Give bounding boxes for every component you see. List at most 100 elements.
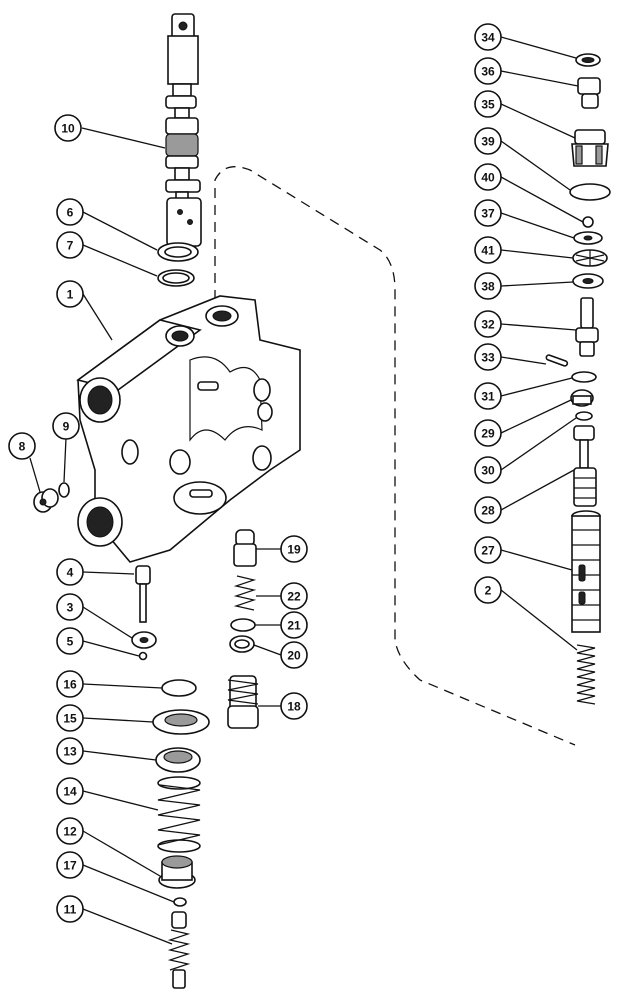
callout-35: 35 — [474, 90, 502, 118]
callout-circle — [280, 692, 308, 720]
leader-lines — [29, 36, 584, 945]
snap-ring-part-31 — [571, 371, 597, 383]
spool-assembly-part-10 — [165, 13, 202, 247]
ring-part-17 — [173, 897, 187, 907]
callout-40: 40 — [474, 163, 502, 191]
o-ring-part-9 — [58, 482, 70, 498]
callout-number: 21 — [287, 619, 301, 633]
spring-seat-part-13 — [155, 747, 201, 773]
callout-number: 39 — [481, 135, 495, 149]
callout-circle — [54, 114, 82, 142]
callout-number: 34 — [481, 31, 495, 45]
callout-number: 22 — [287, 590, 301, 604]
callout-19: 19 — [280, 535, 308, 563]
callout-27: 27 — [474, 536, 502, 564]
callout-circle — [56, 817, 84, 845]
callout-circle — [280, 582, 308, 610]
callout-circle — [56, 895, 84, 923]
callout-39: 39 — [474, 127, 502, 155]
callout-number: 4 — [67, 566, 74, 580]
valve-housing-part-1 — [76, 295, 301, 563]
plug-part-8 — [33, 488, 59, 513]
callout-1: 1 — [56, 280, 84, 308]
callout-circle — [56, 704, 84, 732]
callout-number: 10 — [61, 122, 75, 136]
spring-part-2 — [576, 644, 596, 705]
callout-circle — [474, 57, 502, 85]
callout-circle — [56, 558, 84, 586]
spring-part-14 — [157, 776, 201, 853]
callout-number: 32 — [481, 318, 495, 332]
callout-18: 18 — [280, 692, 308, 720]
callout-5: 5 — [56, 627, 84, 655]
callout-31: 31 — [474, 382, 502, 410]
callout-circle — [56, 231, 84, 259]
adjuster-part-11 — [167, 911, 191, 989]
ball-part-5 — [138, 651, 148, 661]
washer-part-37 — [573, 231, 603, 245]
callout-circle — [474, 236, 502, 264]
callout-circle — [56, 280, 84, 308]
fitting-part-35 — [571, 129, 609, 167]
callout-38: 38 — [474, 272, 502, 300]
o-ring-part-7 — [157, 269, 195, 287]
callout-circle — [474, 127, 502, 155]
backup-ring-part-21 — [230, 618, 256, 632]
callout-circle — [280, 535, 308, 563]
callout-circle — [56, 737, 84, 765]
pin-part-33 — [545, 354, 569, 367]
callout-number: 12 — [63, 825, 77, 839]
o-ring-part-39 — [569, 183, 611, 201]
callout-16: 16 — [56, 670, 84, 698]
callout-4: 4 — [56, 558, 84, 586]
callout-circle — [280, 641, 308, 669]
callout-number: 17 — [63, 859, 77, 873]
callout-8: 8 — [8, 432, 36, 460]
callout-circle — [52, 412, 80, 440]
callout-circle — [474, 272, 502, 300]
ball-part-40 — [582, 216, 594, 228]
poppet-part-28 — [573, 425, 597, 507]
washer-part-30 — [575, 411, 593, 421]
callout-number: 1 — [67, 288, 74, 302]
callout-circle — [280, 611, 308, 639]
callout-number: 29 — [481, 427, 495, 441]
o-ring-part-16 — [161, 679, 197, 697]
callout-7: 7 — [56, 231, 84, 259]
callout-3: 3 — [56, 593, 84, 621]
spring-part-22 — [233, 575, 257, 611]
spring-seat-part-12 — [158, 855, 196, 889]
callout-number: 20 — [287, 649, 301, 663]
callout-number: 36 — [481, 65, 495, 79]
callout-11: 11 — [56, 895, 84, 923]
callout-circle — [474, 576, 502, 604]
callout-number: 27 — [481, 544, 495, 558]
callout-number: 9 — [63, 420, 70, 434]
callout-circle — [474, 163, 502, 191]
callout-number: 31 — [481, 390, 495, 404]
callout-circle — [474, 536, 502, 564]
callout-number: 16 — [63, 678, 77, 692]
callout-circle — [474, 343, 502, 371]
callout-number: 37 — [481, 207, 495, 221]
poppet-part-4 — [135, 565, 151, 623]
callout-30: 30 — [474, 456, 502, 484]
callout-number: 13 — [63, 745, 77, 759]
callout-number: 38 — [481, 280, 495, 294]
callout-number: 18 — [287, 700, 301, 714]
cap-part-29 — [570, 389, 594, 407]
assembly-dashed-line — [214, 166, 576, 746]
callout-number: 5 — [67, 635, 74, 649]
callout-number: 6 — [67, 206, 74, 220]
callout-circle — [56, 670, 84, 698]
callout-10: 10 — [54, 114, 82, 142]
plunger-part-32 — [575, 297, 599, 357]
callout-22: 22 — [280, 582, 308, 610]
ring-part-34 — [575, 53, 601, 67]
callout-14: 14 — [56, 777, 84, 805]
callout-28: 28 — [474, 496, 502, 524]
callout-number: 35 — [481, 98, 495, 112]
callout-labels: 1234567891011121314151617181920212227282… — [8, 23, 502, 923]
callout-number: 8 — [19, 440, 26, 454]
sleeve-part-27 — [571, 510, 601, 633]
